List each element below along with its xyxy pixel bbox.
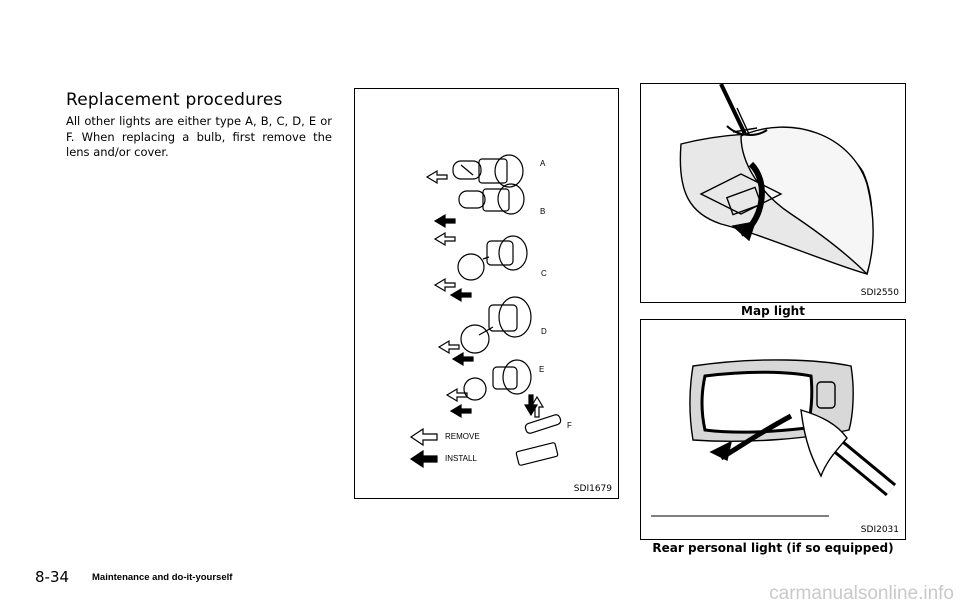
rear-light-illustration: [651, 359, 897, 517]
figure-code: SDI1679: [573, 484, 612, 494]
legend-remove-label: REMOVE: [445, 432, 480, 441]
bulb-label-b: B: [540, 207, 546, 216]
bulb-label-a: A: [540, 159, 546, 168]
figure-code: SDI2550: [860, 288, 899, 298]
section-title: Maintenance and do-it-yourself: [92, 572, 233, 583]
section-body-text: All other lights are either type A, B, C…: [66, 114, 332, 159]
bulb-types-illustration: [409, 154, 562, 469]
rear-light-figure: SDI2031: [640, 319, 906, 540]
page-number: 8-34: [35, 568, 70, 586]
bulb-types-figure: A B C D E F REMOVE INSTALL SDI1679: [354, 88, 619, 499]
bulb-label-f: F: [567, 421, 572, 430]
figure-caption: Map light: [741, 304, 805, 318]
legend-install-label: INSTALL: [445, 454, 477, 463]
section-heading: Replacement procedures: [66, 90, 283, 110]
bulb-label-e: E: [539, 365, 545, 374]
map-light-figure: SDI2550: [640, 83, 906, 303]
watermark: carmanualsonline.info: [769, 583, 954, 604]
figure-code: SDI2031: [860, 525, 899, 535]
map-light-illustration: [679, 84, 874, 276]
figure-caption: Rear personal light (if so equipped): [652, 541, 894, 555]
bulb-label-c: C: [541, 269, 547, 278]
bulb-label-d: D: [541, 327, 547, 336]
